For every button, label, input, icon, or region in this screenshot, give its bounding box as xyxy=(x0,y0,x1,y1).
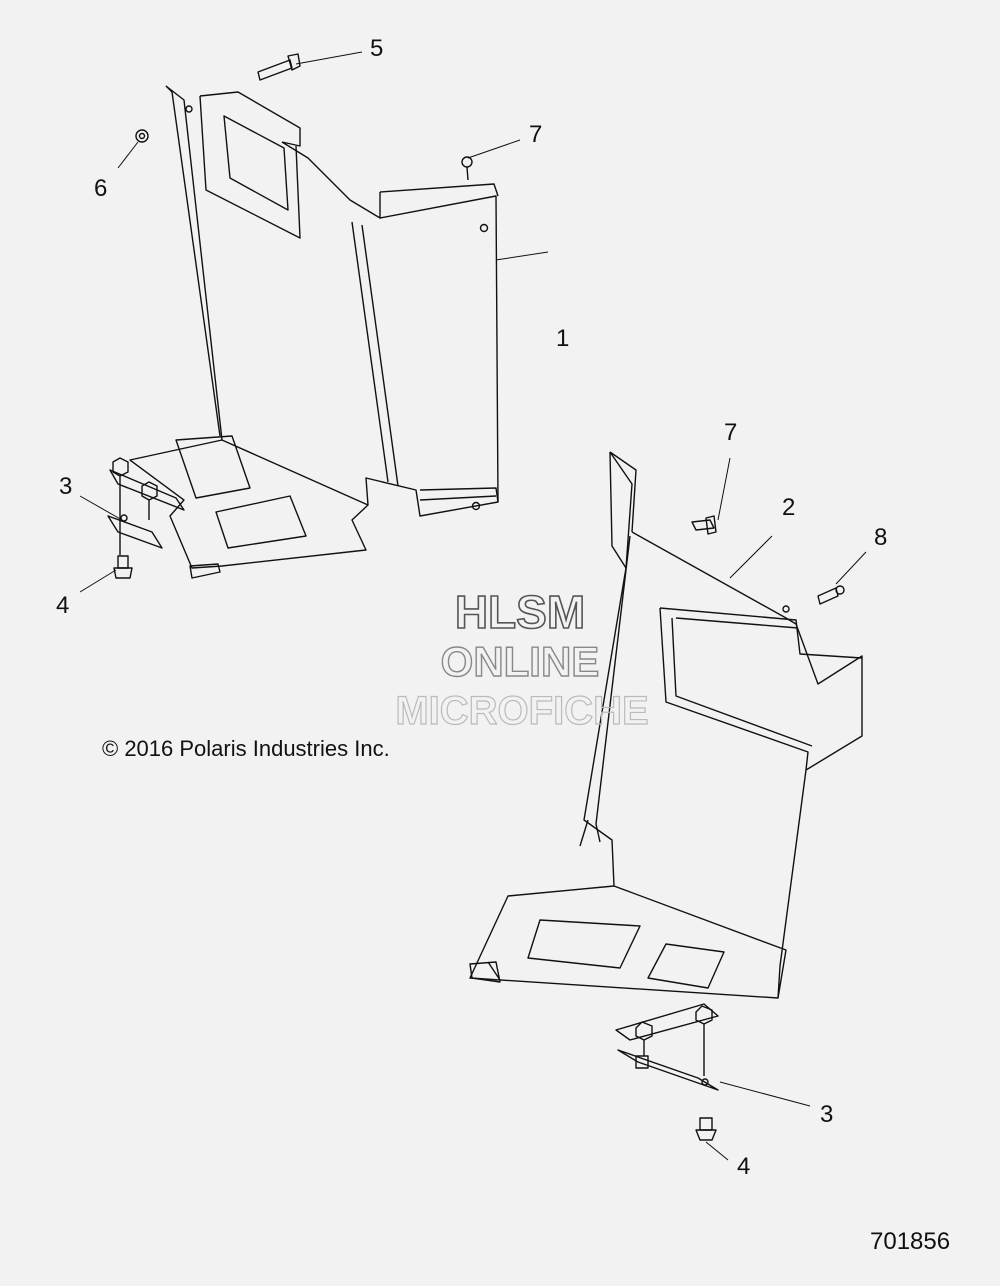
diagram-part-number: 701856 xyxy=(870,1228,951,1255)
callout-3-lower: 3 xyxy=(820,1101,833,1128)
watermark: HLSM ONLINE MICROFICHE xyxy=(395,585,650,733)
copyright-text: © 2016 Polaris Industries Inc. xyxy=(102,736,390,761)
leader-lines xyxy=(79,51,867,1161)
callout-4-upper: 4 xyxy=(56,592,69,619)
watermark-line-3: MICROFICHE xyxy=(395,689,648,733)
rivet-7-upper xyxy=(461,156,473,181)
callout-3-upper: 3 xyxy=(59,473,72,500)
bolt-4-upper xyxy=(113,555,133,579)
part-2-panel xyxy=(469,451,863,999)
callout-7-upper: 7 xyxy=(529,121,542,148)
callout-2: 2 xyxy=(782,494,795,521)
part-1-panel xyxy=(129,85,499,579)
rivet-7-lower xyxy=(691,515,717,535)
callout-4-lower: 4 xyxy=(737,1153,750,1180)
watermark-line-1: HLSM xyxy=(455,586,585,638)
clip-6 xyxy=(135,129,149,143)
bolt-4-lower xyxy=(695,1117,717,1141)
callout-1: 1 xyxy=(556,325,569,352)
callout-7-lower: 7 xyxy=(724,419,737,446)
bolt-5 xyxy=(257,53,301,81)
callout-6: 6 xyxy=(94,175,107,202)
watermark-line-2: ONLINE xyxy=(441,638,600,685)
bolt-8 xyxy=(817,585,845,605)
callout-8: 8 xyxy=(874,524,887,551)
bracket-3-upper xyxy=(107,469,185,549)
bracket-3-lower xyxy=(615,1003,719,1091)
nut-upper xyxy=(112,457,158,555)
callout-5: 5 xyxy=(370,35,383,62)
callout-labels: 1 2 3 3 4 4 5 6 7 7 8 xyxy=(56,35,887,1180)
